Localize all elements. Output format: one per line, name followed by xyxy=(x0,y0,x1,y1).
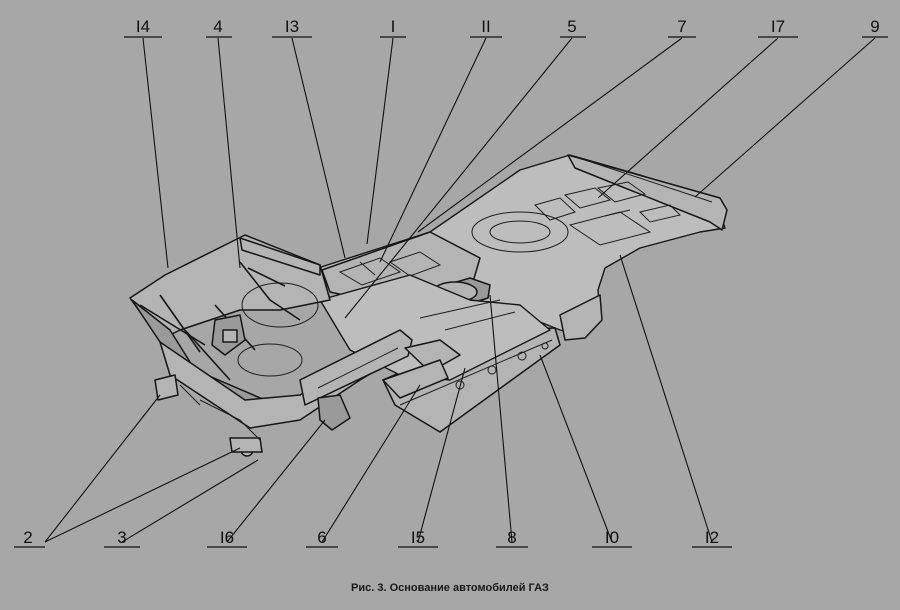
callout-II: II xyxy=(481,17,490,36)
callout-I2: I2 xyxy=(705,528,719,547)
callout-I: I xyxy=(391,17,396,36)
callout-4: 4 xyxy=(213,17,222,36)
chassis-drawing xyxy=(129,154,728,457)
callout-5: 5 xyxy=(567,17,576,36)
callout-I5: I5 xyxy=(411,528,425,547)
callout-7: 7 xyxy=(677,17,686,36)
figure-caption: Рис. 3. Основание автомобилей ГАЗ xyxy=(351,582,549,594)
callout-8: 8 xyxy=(507,528,516,547)
callout-I3: I3 xyxy=(285,17,299,36)
callouts-top: I4 4 I3 I II 5 7 I7 9 xyxy=(124,17,888,38)
leader-lines xyxy=(44,37,876,543)
callout-I4: I4 xyxy=(136,17,150,36)
callout-6: 6 xyxy=(317,528,326,547)
callouts-bottom: 2 3 I6 6 I5 8 I0 I2 xyxy=(14,528,732,548)
callout-I7: I7 xyxy=(771,17,785,36)
callout-2: 2 xyxy=(23,528,32,547)
callout-I0: I0 xyxy=(605,528,619,547)
callout-3: 3 xyxy=(117,528,126,547)
callout-9: 9 xyxy=(870,17,879,36)
callout-I6: I6 xyxy=(220,528,234,547)
